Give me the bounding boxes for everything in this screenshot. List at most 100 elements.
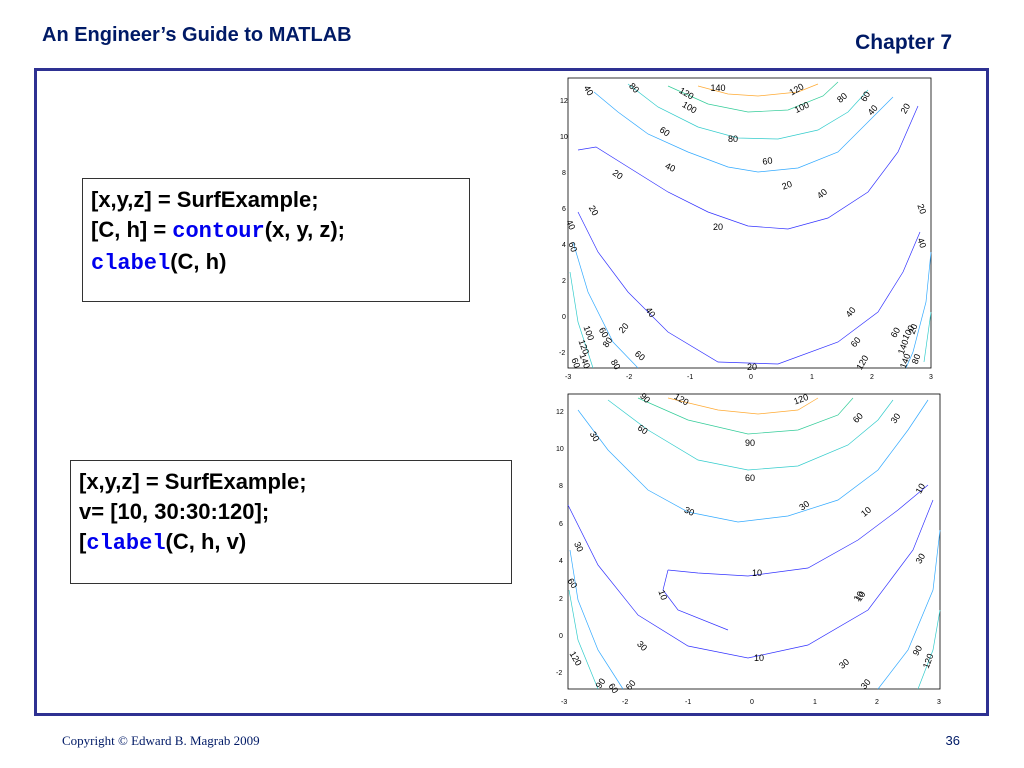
contour-level-label: 30 (837, 657, 851, 671)
code-text: (x, y, z); (264, 217, 345, 242)
contour-level-label: 60 (597, 326, 611, 340)
contour-level-label: 100 (582, 324, 597, 342)
contour-level-label: 40 (866, 103, 880, 117)
code-line: [C, h] = contour(x, y, z); (91, 215, 461, 247)
contour-level-label: 140 (710, 83, 725, 93)
contour-level-label: 30 (572, 540, 585, 553)
y-tick: 0 (562, 314, 566, 321)
keyword-contour: contour (172, 219, 265, 244)
contour-level-label: 30 (859, 677, 873, 691)
y-tick-labels: 12 10 8 6 4 2 0 -2 (556, 409, 564, 677)
contour-level-label: 60 (851, 411, 865, 425)
contour-level-label: 80 (609, 358, 623, 372)
contour-level-label: 20 (713, 222, 723, 232)
contour-level-label: 10 (914, 482, 928, 496)
y-tick: 4 (562, 242, 566, 249)
contour-plot-2: 12 10 8 6 4 2 0 -2 -3 -2 -1 0 1 2 3 90 12… (556, 391, 941, 706)
contour-level-label: 60 (566, 241, 579, 254)
contour-level-label: 20 (617, 321, 631, 335)
contour-level-label: 20 (907, 323, 920, 336)
code-line: [x,y,z] = SurfExample; (91, 187, 319, 212)
x-tick: 2 (870, 374, 874, 381)
y-tick: 6 (559, 521, 563, 528)
code-box-clabel-levels: [x,y,z] = SurfExample; v= [10, 30:30:120… (70, 460, 512, 584)
contour-level-label: 40 (564, 218, 577, 231)
contour-level-label: 80 (910, 353, 923, 366)
contour-level-label: 10 (854, 589, 868, 603)
x-tick: -1 (685, 699, 691, 706)
x-tick: 1 (813, 699, 817, 706)
contour-level-label: 40 (664, 161, 677, 174)
contour-level-label: 10 (754, 653, 764, 663)
content-frame (34, 68, 989, 716)
chapter-label: Chapter 7 (855, 31, 952, 54)
contour-level-label: 60 (633, 349, 647, 363)
code-line: clabel(C, h) (91, 247, 461, 279)
x-tick: -3 (565, 374, 571, 381)
contour-level-label: 20 (899, 102, 913, 116)
keyword-clabel: clabel (86, 531, 166, 556)
contour-level-label: 140 (898, 352, 913, 370)
y-tick: 6 (562, 206, 566, 213)
x-tick: -3 (561, 699, 567, 706)
code-line: v= [10, 30:30:120]; (79, 499, 270, 524)
contour-level-label: 60 (762, 155, 774, 167)
contour-level-label: 10 (852, 589, 866, 603)
contour-level-label: 60 (745, 473, 755, 483)
contour-level-label: 30 (635, 639, 649, 653)
contour-level-label: 20 (587, 204, 601, 218)
y-tick-labels: 12 10 8 6 4 2 0 -2 (559, 98, 568, 357)
contour-level-label: 40 (643, 305, 657, 319)
code-line: [x,y,z] = SurfExample; (79, 469, 307, 494)
contour-level-label: 40 (844, 305, 858, 319)
contour-level-label: 20 (611, 168, 625, 182)
contour-level-label: 60 (624, 678, 638, 692)
contour-level-label: 140 (578, 352, 593, 370)
y-tick: -2 (559, 350, 565, 357)
contour-level-label: 30 (889, 411, 903, 425)
x-tick-labels: -3 -2 -1 0 1 2 3 (565, 374, 933, 381)
contour-level-label: 60 (658, 125, 672, 139)
code-line: [clabel(C, h, v) (79, 527, 503, 559)
contour-level-label: 60 (859, 90, 873, 104)
contour-level-label: 40 (582, 84, 596, 98)
contour-level-label: 90 (594, 676, 608, 690)
contour-level-label: 10 (656, 589, 669, 602)
x-tick: -2 (626, 374, 632, 381)
copyright-text: Copyright © Edward B. Magrab 2009 (62, 733, 260, 748)
code-text: (C, h) (170, 249, 227, 274)
y-tick: -2 (556, 670, 562, 677)
code-text: (C, h, v) (165, 529, 247, 554)
y-tick: 12 (556, 409, 564, 416)
y-tick: 8 (559, 483, 563, 490)
contour-level-label: 120 (854, 353, 870, 371)
contour-level-label: 30 (588, 430, 602, 444)
code-text: [ (79, 529, 87, 554)
contour-level-label: 60 (636, 423, 650, 437)
x-tick: 3 (937, 699, 941, 706)
contour-level-label: 60 (889, 326, 903, 340)
contour-level-label: 80 (601, 335, 615, 349)
code-box-contour: [x,y,z] = SurfExample; [C, h] = contour(… (82, 178, 470, 302)
contour-labels: 90 120 120 30 60 60 30 90 60 30 30 10 10 30 60 10 10 10 30… (565, 391, 935, 695)
contour-level-label: 80 (835, 91, 849, 105)
contour-level-label: 30 (797, 499, 811, 513)
contour-level-label: 20 (915, 203, 928, 216)
contour-level-label: 60 (565, 576, 579, 590)
plot-axes (567, 393, 941, 690)
contour-level-label: 60 (569, 357, 582, 370)
contour-level-label: 120 (921, 652, 936, 670)
contour-level-label: 120 (568, 649, 584, 667)
contour-level-label: 30 (683, 505, 696, 518)
x-tick: 2 (875, 699, 879, 706)
x-tick: -1 (687, 374, 693, 381)
contour-level-label: 60 (849, 335, 863, 349)
code-text: [C, h] = (91, 217, 173, 242)
y-tick: 0 (559, 633, 563, 640)
contour-level-label: 10 (859, 505, 873, 519)
y-tick: 10 (560, 134, 568, 141)
contour-level-label: 90 (745, 438, 755, 448)
contour-level-label: 120 (792, 392, 810, 407)
